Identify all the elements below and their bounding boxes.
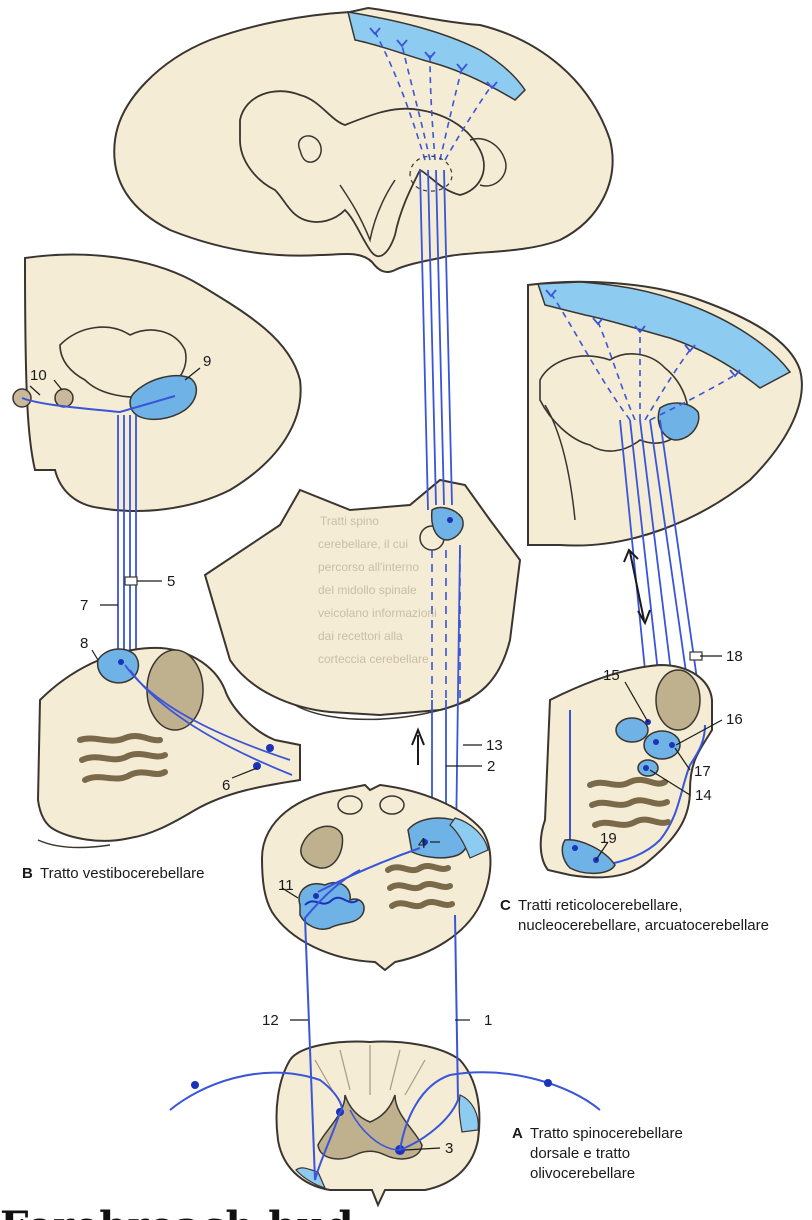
drg-left xyxy=(191,1081,199,1089)
vestibular-gray-oval xyxy=(147,650,203,730)
ganglion-cell-10b xyxy=(55,389,73,407)
show-through-line-4: del midollo spinale xyxy=(318,583,417,597)
show-through-line-5: veicolano informazioni xyxy=(318,606,437,620)
caption-b-text: Tratto vestibocerebellare xyxy=(40,865,205,882)
label-7: 7 xyxy=(80,597,88,614)
caption-c-letter: C xyxy=(500,897,511,914)
gracile-tubercle-right xyxy=(380,796,404,814)
caption-a: A Tratto spinocerebellare dorsale e trat… xyxy=(512,1125,683,1182)
arcuate-cell-a xyxy=(572,845,578,851)
label-4: 4 xyxy=(418,835,426,852)
nucleus-14-cell xyxy=(643,765,649,771)
label-10: 10 xyxy=(30,367,47,384)
caption-a-line1: Tratto spinocerebellare xyxy=(530,1125,683,1142)
caption-a-letter: A xyxy=(512,1125,523,1142)
label-19: 19 xyxy=(600,830,617,847)
caption-c: C Tratti reticolocerebellare, nucleocere… xyxy=(500,897,769,934)
caption-b-letter: B xyxy=(22,865,33,882)
caption-c-line2: nucleocerebellare, arcuatocerebellare xyxy=(518,917,769,934)
caption-a-line3: olivocerebellare xyxy=(530,1165,635,1182)
label-17: 17 xyxy=(694,763,711,780)
label-12: 12 xyxy=(262,1012,279,1029)
label-15: 15 xyxy=(603,667,620,684)
label-18: 18 xyxy=(726,648,743,665)
gray-oval-c xyxy=(656,670,700,730)
label-2: 2 xyxy=(487,758,495,775)
nucleus-16b-cell xyxy=(669,742,675,748)
caption-a-line2: dorsale e tratto xyxy=(530,1145,630,1162)
show-through-line-1: Tratti spino xyxy=(320,514,379,528)
nucleus-15 xyxy=(616,718,648,742)
nucleus-16-cell xyxy=(653,739,659,745)
cropped-bottom-heading: Forebroach bud xyxy=(0,1203,353,1220)
label-11: 11 xyxy=(278,877,294,894)
show-through-line-6: dai recettori alla xyxy=(318,629,403,643)
show-through-line-7: corteccia cerebellare xyxy=(318,652,429,666)
caption-b: B Tratto vestibocerebellare xyxy=(22,865,205,882)
upward-arrow xyxy=(412,730,424,765)
label-5: 5 xyxy=(167,573,175,590)
label-3: 3 xyxy=(445,1140,453,1157)
nerve-cell-6b xyxy=(266,744,274,752)
pontine-cell xyxy=(447,517,453,523)
show-through-line-3: percorso all'interno xyxy=(318,560,419,574)
nucleus-8-cell xyxy=(118,659,124,665)
caption-c-line1: Tratti reticolocerebellare, xyxy=(518,897,683,914)
vestibular-nucleus-8 xyxy=(98,649,139,683)
label-9: 9 xyxy=(203,353,211,370)
panel-c-reticulocerebellar xyxy=(528,282,802,878)
label-13: 13 xyxy=(486,737,503,754)
label-1: 1 xyxy=(484,1012,492,1029)
marker-5-box xyxy=(125,577,137,585)
cerebellum-top xyxy=(114,8,612,272)
drg-right xyxy=(544,1079,552,1087)
label-6: 6 xyxy=(222,777,230,794)
label-16: 16 xyxy=(726,711,743,728)
show-through-line-2: cerebellare, il cui xyxy=(318,537,408,551)
cerebellum-outline xyxy=(114,8,612,272)
gracile-tubercle-left xyxy=(338,796,362,814)
label-14: 14 xyxy=(695,787,712,804)
label-8: 8 xyxy=(80,635,88,652)
olive-cell xyxy=(313,893,319,899)
